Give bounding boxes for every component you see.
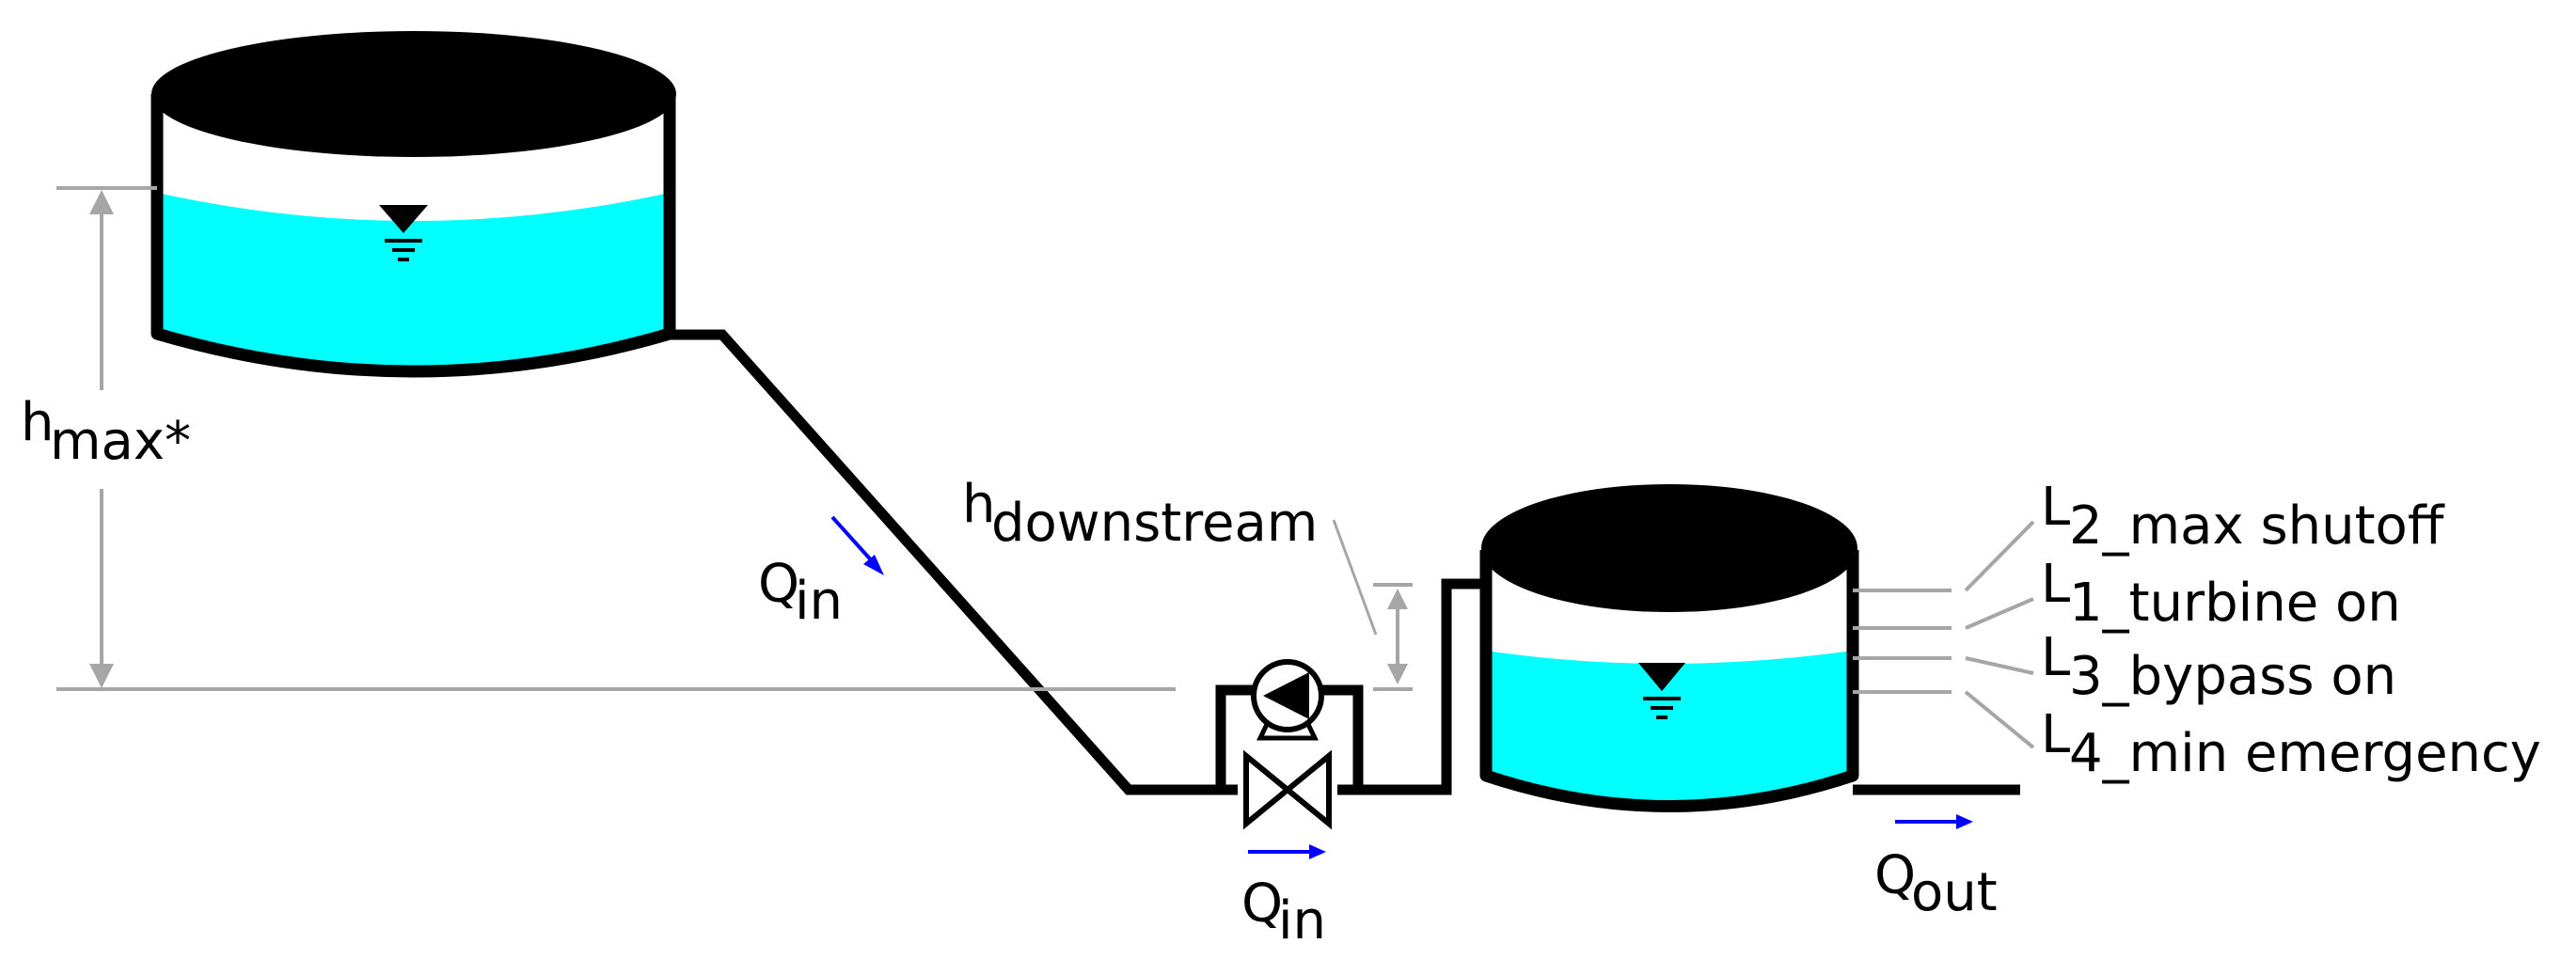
upper-reservoir-wall [150,94,676,378]
svg-text:in: in [795,571,843,632]
lower-reservoir-water [1486,651,1853,807]
svg-text:Q: Q [1874,845,1916,906]
level-markers [1853,520,2035,749]
svg-text:L: L [2041,554,2070,615]
flow-arrow-icon [1895,814,1973,829]
upper-reservoir-cover [151,31,676,157]
lower-reservoir [1479,484,1859,812]
flow-arrow-icon [830,515,884,575]
svg-text:h: h [21,392,55,453]
svg-text:2_max shutoff: 2_max shutoff [2069,495,2445,557]
svg-text:4_min emergency: 4_min emergency [2069,723,2541,784]
svg-text:in: in [1278,890,1326,951]
qout-label: Q out [1874,845,1998,923]
lower-reservoir-wall [1479,550,1859,812]
upper-reservoir [150,31,676,378]
pump-icon [1251,659,1324,741]
upper-reservoir-water [157,193,670,374]
hmax-dimension [56,186,1176,691]
hmax-label: h max* [21,392,191,472]
level-label-l1: L 1_turbine on [2041,554,2401,634]
valve-icon [1243,749,1332,830]
level-label-l2: L 2_max shutoff [2041,477,2445,557]
qin-pump-label: Q in [1241,873,1326,951]
svg-text:L: L [2041,477,2070,538]
qin-pipe-label: Q in [758,554,843,632]
svg-text:max*: max* [50,411,191,472]
svg-text:L: L [2041,627,2070,688]
water-level-triangle-icon [379,205,428,261]
svg-text:Q: Q [758,554,799,615]
svg-text:out: out [1911,862,1998,923]
svg-text:L: L [2041,704,2070,765]
lower-reservoir-cover [1481,484,1857,612]
level-label-l3: L 3_bypass on [2041,627,2396,707]
svg-text:1_turbine on: 1_turbine on [2069,573,2401,634]
svg-text:3_bypass on: 3_bypass on [2069,646,2396,707]
svg-text:downstream: downstream [991,493,1318,554]
svg-text:Q: Q [1241,873,1283,935]
water-level-triangle-icon [1638,663,1685,719]
flow-arrow-icon [1248,844,1326,859]
svg-text:h: h [962,474,996,535]
hdownstream-label: h downstream [962,474,1318,554]
level-label-l4: L 4_min emergency [2041,704,2541,784]
hdownstream-dimension [1332,519,1413,691]
